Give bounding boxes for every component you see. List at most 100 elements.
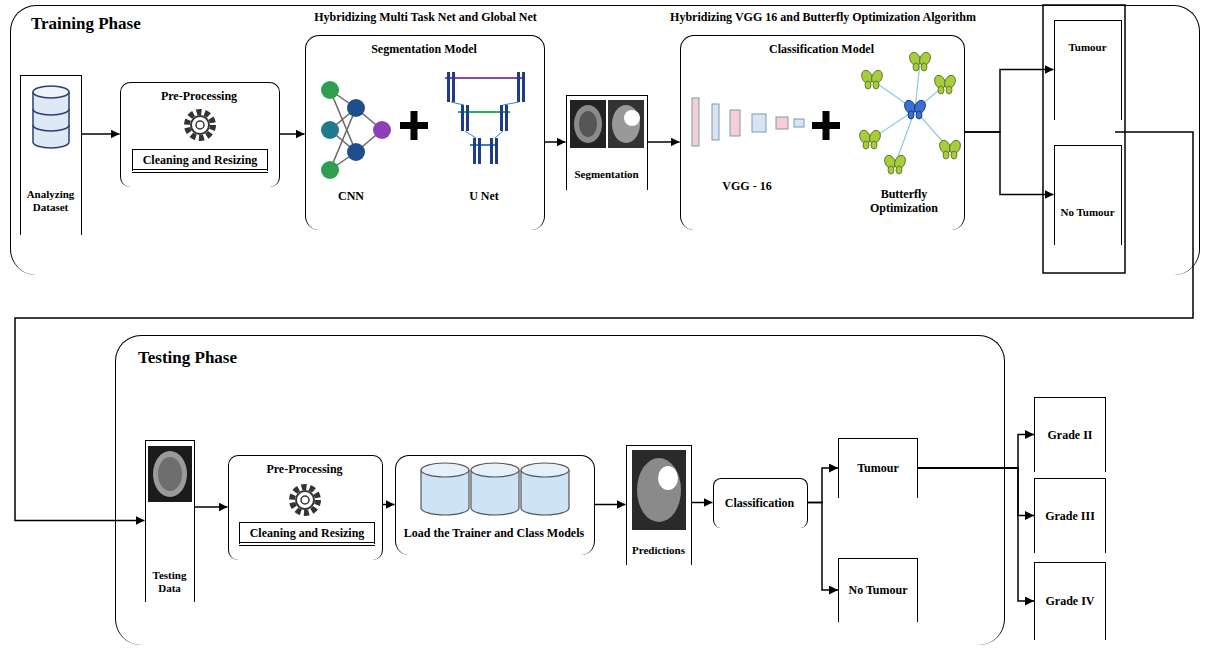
database-icon — [33, 109, 69, 115]
process-box: Grade IV — [1034, 562, 1106, 640]
gear-icon — [292, 487, 318, 513]
process-box: Grade III — [1034, 478, 1106, 553]
unet-icon — [445, 72, 525, 164]
icon-node: Butterfly Optimization — [849, 61, 959, 221]
node-label: Analyzing Dataset — [23, 188, 79, 214]
process-box: Classification — [713, 478, 808, 528]
node-title: Hybridizing Multi Task Net and Global Ne… — [246, 10, 606, 24]
node-label: Pre-Processing — [123, 89, 276, 103]
plus-symbol — [812, 111, 840, 140]
segmentation-images — [608, 100, 644, 148]
process-box: Tumour — [838, 438, 918, 498]
database-icon — [33, 125, 69, 131]
model-box: Hybridizing VGG 16 and Butterfly Optimiz… — [680, 35, 965, 230]
process-box: Grade II — [1034, 397, 1106, 472]
flow-arrow — [918, 435, 1034, 469]
segmentation-images — [624, 110, 640, 126]
node-label: Pre-Processing — [231, 462, 379, 476]
mri-image — [158, 457, 182, 491]
segmentation-images — [570, 100, 644, 148]
node-label: Tumour — [1057, 41, 1119, 54]
node-label: Tumour — [841, 461, 915, 475]
node-title: Hybridizing VGG 16 and Butterfly Optimiz… — [621, 10, 1026, 24]
node-label: No Tumour — [841, 583, 915, 597]
butterfly-icon — [908, 51, 933, 71]
flow-arrow — [965, 132, 1054, 195]
node-label: Load the Trainer and Class Models — [398, 526, 591, 540]
process-box: Pre-ProcessingCleaning and Resizing — [228, 455, 383, 560]
flow-arrow — [965, 70, 1054, 133]
vgg16-icon — [730, 110, 740, 136]
butterfly-icon — [903, 99, 928, 119]
cnn-icon — [373, 121, 391, 139]
icon-node: U Net — [434, 61, 534, 211]
process-box: Load the Trainer and Class Models — [395, 455, 595, 555]
unet-icon — [500, 105, 503, 131]
unet-icon — [451, 102, 464, 105]
unet-icon — [447, 72, 525, 164]
database-cylinders — [471, 463, 519, 477]
flow-arrow — [648, 141, 680, 143]
node-label: Grade II — [1037, 428, 1103, 442]
mri-image — [148, 446, 192, 502]
gear-icon — [187, 112, 213, 138]
gear-icon — [301, 496, 309, 504]
prediction-image — [658, 466, 678, 490]
cnn-icon — [347, 143, 365, 161]
plus-symbol — [411, 111, 418, 140]
gear-icon — [191, 116, 209, 134]
unet-icon — [473, 138, 476, 164]
node-label: Butterfly Optimization — [851, 187, 957, 216]
node-label: Grade IV — [1037, 594, 1103, 608]
unet-icon — [466, 105, 469, 131]
cnn-icon — [321, 81, 339, 99]
prediction-image — [632, 450, 686, 530]
butterfly-icon — [858, 51, 963, 174]
flow-arrow — [692, 502, 713, 504]
mri-image — [153, 451, 187, 497]
phase-panel: Testing PhaseTesting Data Pre-ProcessingC… — [115, 335, 1005, 645]
node-label: CNN — [313, 189, 389, 203]
vgg16-icon — [752, 114, 766, 132]
unet-icon — [495, 138, 498, 164]
database-cylinders — [421, 463, 569, 515]
cnn-icon — [321, 121, 339, 139]
node-label: Testing Data — [148, 569, 192, 595]
result-panel — [1043, 5, 1125, 273]
process-box: No Tumour — [838, 558, 918, 622]
flow-arrow — [280, 133, 305, 135]
node-label: Segmentation Model — [308, 42, 541, 56]
vgg16-icon — [712, 104, 719, 140]
segmentation-images — [579, 111, 597, 137]
unet-icon — [503, 102, 519, 105]
node-label: Cleaning and Resizing — [242, 526, 372, 540]
flow-arrow — [82, 133, 120, 135]
vgg16-icon — [794, 119, 804, 127]
database-cylinders — [421, 463, 469, 477]
unet-icon — [490, 138, 493, 164]
gear-icon — [196, 121, 204, 129]
flow-arrow — [918, 468, 1034, 601]
process-box: Analyzing Dataset — [20, 75, 82, 235]
database-icon — [33, 86, 69, 148]
process-box: Cleaning and Resizing — [132, 149, 268, 173]
unet-icon — [465, 131, 476, 138]
process-box: Testing Data — [145, 440, 195, 602]
database-cylinders — [521, 463, 569, 477]
segmentation-images — [570, 100, 606, 148]
node-label: VGG - 16 — [689, 179, 805, 193]
node-label: Segmentation — [569, 168, 645, 181]
gear-icon — [296, 491, 314, 509]
butterfly-icon — [860, 69, 885, 89]
node-title: Testing Phase — [138, 348, 338, 368]
unet-icon — [478, 138, 481, 164]
unet-icon — [505, 105, 508, 131]
cnn-icon — [321, 161, 339, 179]
gear-icon — [187, 112, 213, 138]
node-label: Classification Model — [683, 42, 961, 56]
node-label: Classification — [716, 496, 804, 510]
node-title: Training Phase — [31, 14, 211, 34]
unet-icon — [447, 72, 450, 102]
flow-arrow — [808, 503, 839, 591]
plus-symbol — [400, 111, 428, 140]
